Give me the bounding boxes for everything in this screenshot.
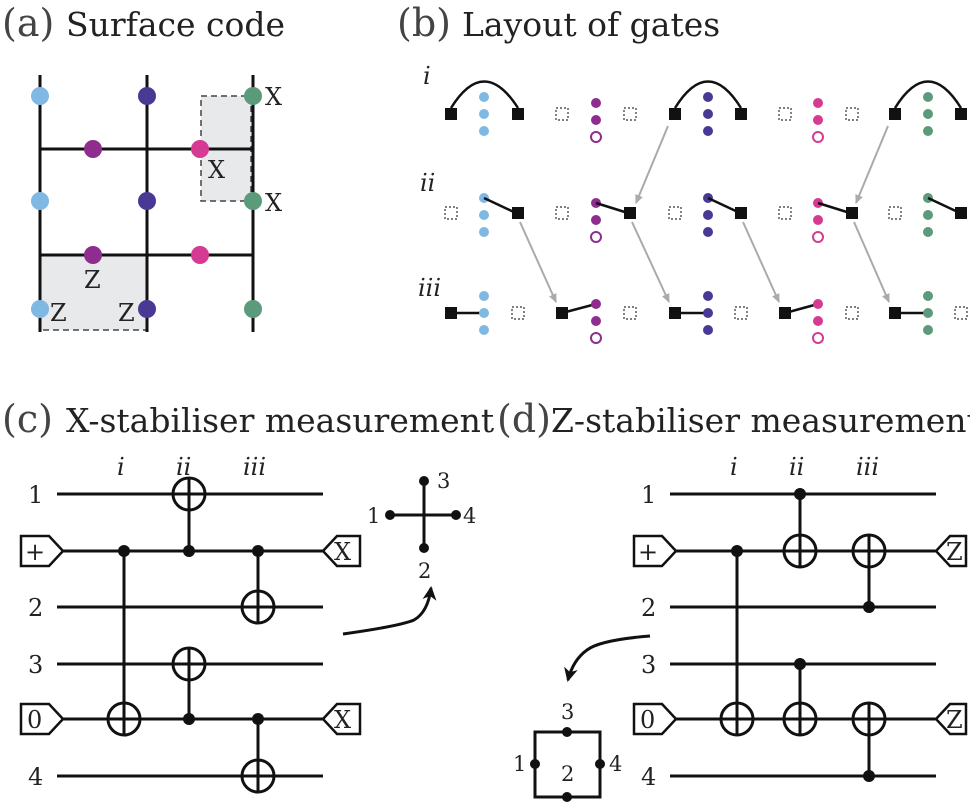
svg-text:0: 0 [27,706,42,734]
prep-plus: + [19,534,65,568]
svg-text:Z: Z [946,538,963,566]
panel-b: (b) Layout of gates i ii iii [397,1,968,344]
qubit [31,87,49,105]
curved-arrow [342,586,437,636]
panel-c: (c) X-stabiliser measurement i ii iii 1 … [2,397,494,794]
gates [719,488,887,782]
x-inset-cross: 1 2 3 4 [367,469,476,583]
measure-top: X [321,534,362,568]
z-label: Z [84,266,101,294]
row-iii [445,291,968,344]
wire-label: 1 [641,481,656,509]
panel-c-tag: (c) [2,397,53,441]
svg-text:0: 0 [640,706,655,734]
qubit [84,140,102,158]
z-inset-square: 1 2 3 4 [513,700,622,802]
wire-label: 2 [641,594,656,622]
qubit [31,300,49,318]
qubit [191,246,209,264]
wire-label: 3 [28,651,43,679]
svg-text:3: 3 [561,700,574,724]
panel-a-tag: (a) [2,1,54,45]
step-label: iii [856,453,879,481]
prep-plus: + [632,534,678,568]
step-label: i [117,453,125,481]
svg-text:4: 4 [609,752,622,776]
transition-arrows [519,125,890,303]
wire-label: 4 [641,763,656,791]
panel-d: (d) Z-stabiliser measurement i ii iii 1 … [497,397,970,802]
panel-a-title: Surface code [66,5,285,44]
step-label: i [730,453,738,481]
curved-arrow [564,634,651,682]
z-label: Z [118,299,135,327]
wire-label: 1 [28,481,43,509]
svg-text:X: X [334,706,351,734]
qubit [191,140,209,158]
row-label: iii [418,274,441,302]
gates [106,476,276,794]
qubit [31,192,49,210]
row-label: ii [420,169,435,197]
z-label: Z [50,299,67,327]
qubit [244,87,262,105]
row-label: i [423,62,431,90]
panel-a: (a) Surface code [2,1,285,332]
svg-text:+: + [638,538,658,566]
qubits [31,87,262,318]
panel-b-title: Layout of gates [462,5,720,44]
wire-label: 3 [641,651,656,679]
qubit [244,192,262,210]
step-label: ii [789,453,804,481]
prep-zero: 0 [19,702,65,736]
step-label: ii [176,453,191,481]
measure-bottom: X [321,702,362,736]
panel-c-title: X-stabiliser measurement [66,401,494,440]
svg-text:+: + [25,538,45,566]
qubit [138,87,156,105]
step-label: iii [243,453,266,481]
x-label: X [208,156,225,184]
z-stabiliser-plaquette [39,254,148,331]
qubit [84,246,102,264]
prep-zero: 0 [632,702,678,736]
svg-text:3: 3 [437,469,450,493]
x-label: X [265,83,282,111]
measure-bottom: Z [934,702,968,736]
svg-text:2: 2 [418,559,431,583]
qubit [138,300,156,318]
svg-text:2: 2 [561,762,574,786]
wire-label: 4 [28,763,43,791]
wires [57,492,323,778]
measure-top: Z [934,534,968,568]
panel-d-tag: (d) [497,397,551,441]
qubit [138,192,156,210]
x-label: X [265,189,282,217]
svg-text:4: 4 [463,504,476,528]
svg-text:1: 1 [367,504,380,528]
svg-text:1: 1 [513,752,526,776]
row-ii [444,193,967,243]
svg-text:Z: Z [946,706,963,734]
panel-b-tag: (b) [397,1,451,45]
row-i [445,80,967,143]
wire-label: 2 [28,594,43,622]
svg-text:X: X [334,538,351,566]
qubit [244,300,262,318]
panel-d-title: Z-stabiliser measurement [551,401,970,440]
